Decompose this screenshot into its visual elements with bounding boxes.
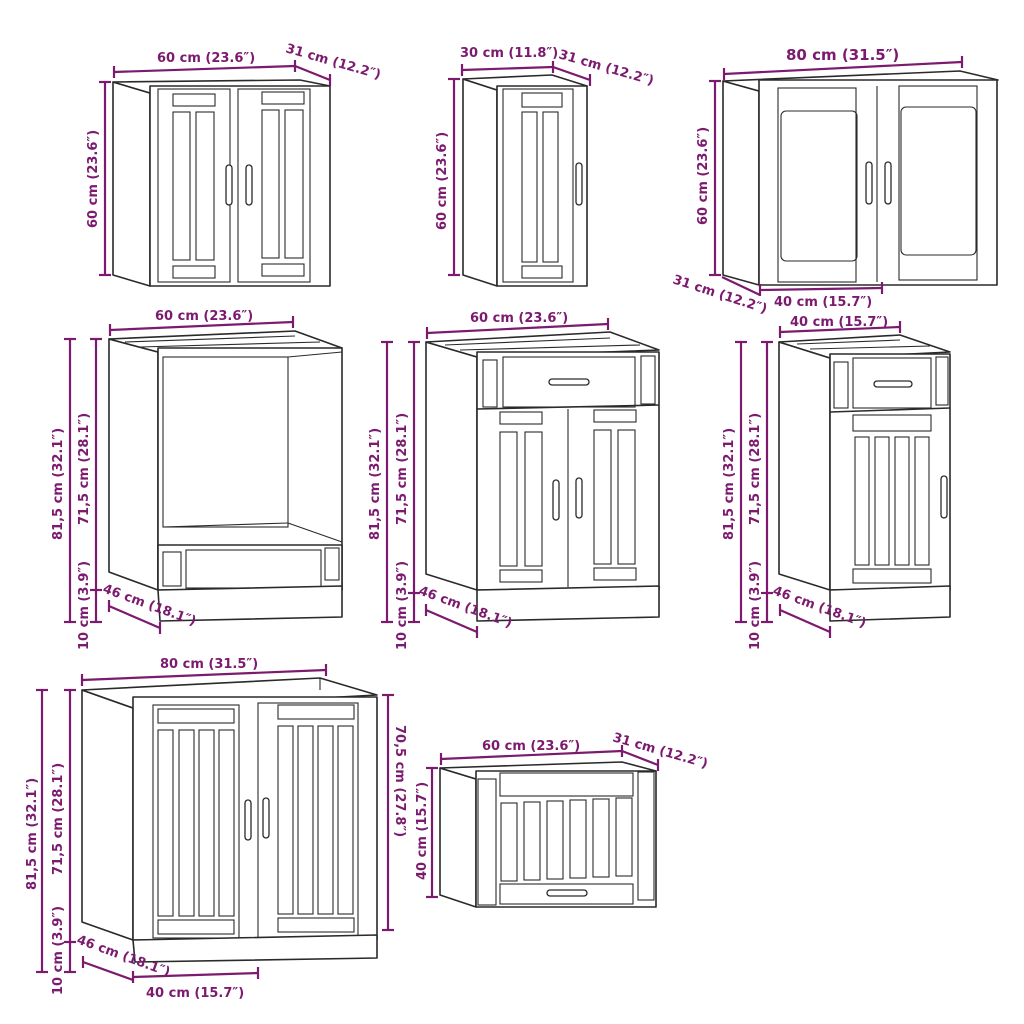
width-label: 60 cm (23.6″)	[482, 739, 580, 754]
total-height-label: 81,5 cm (32.1″)	[51, 428, 66, 540]
body-height-label: 71,5 cm (28.1″)	[395, 413, 410, 525]
plinth-height-label: 10 cm (3.9″)	[395, 561, 410, 650]
cabinet-base-60-oven-housing	[108, 330, 343, 622]
height-label: 40 cm (15.7″)	[415, 782, 430, 880]
total-height-label: 81,5 cm (32.1″)	[722, 428, 737, 540]
width-label: 60 cm (23.6″)	[470, 311, 568, 326]
total-height-label: 81,5 cm (32.1″)	[25, 778, 40, 890]
body-height-label: 71,5 cm (28.1″)	[51, 763, 66, 875]
width-label: 30 cm (11.8″)	[460, 46, 558, 61]
cabinet-sink-base-80	[81, 677, 378, 963]
body-height-label: 71,5 cm (28.1″)	[77, 413, 92, 525]
body-height-label: 71,5 cm (28.1″)	[748, 413, 763, 525]
width-label: 40 cm (15.7″)	[790, 315, 888, 330]
width-label: 80 cm (31.5″)	[160, 657, 258, 672]
plinth-height-label: 10 cm (3.9″)	[748, 561, 763, 650]
cabinet-wall-60-hood	[439, 761, 657, 908]
width-label: 80 cm (31.5″)	[786, 46, 899, 64]
height-label: 60 cm (23.6″)	[435, 132, 450, 230]
cabinet-wall-80-glass-doors	[722, 70, 999, 286]
cabinet-wall-60-double-door	[112, 79, 331, 287]
total-height-label: 81,5 cm (32.1″)	[368, 428, 383, 540]
plinth-height-label: 10 cm (3.9″)	[77, 561, 92, 650]
cabinet-base-60-drawer-2-doors	[425, 331, 660, 622]
inner-height-label: 70,5 cm (27.8″)	[392, 725, 407, 837]
height-label: 60 cm (23.6″)	[86, 130, 101, 228]
cabinet-base-40-drawer-door	[778, 334, 951, 622]
depth-label: 31 cm (12.2″)	[284, 41, 383, 82]
height-label: 60 cm (23.6″)	[696, 127, 711, 225]
cabinet-wall-30-single-door	[462, 74, 588, 287]
width-label: 60 cm (23.6″)	[157, 51, 255, 66]
dimensions-sink-base-80: 80 cm (31.5″) 81,5 cm (32.1″) 71,5 cm (2…	[25, 657, 407, 1001]
plinth-height-label: 10 cm (3.9″)	[51, 906, 66, 995]
width-label: 60 cm (23.6″)	[155, 309, 253, 324]
door-width-label: 40 cm (15.7″)	[774, 295, 872, 310]
door-width-label: 40 cm (15.7″)	[146, 986, 244, 1001]
